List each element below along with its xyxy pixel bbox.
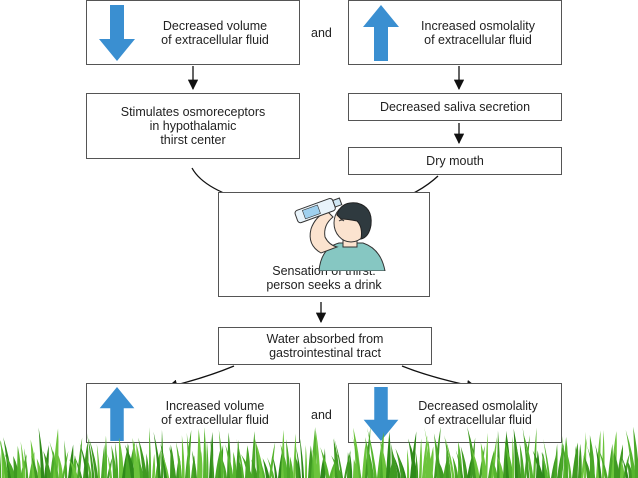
box-decreased-volume: Decreased volume of extracellular fluid	[86, 0, 300, 65]
box-water-absorbed-label: Water absorbed from gastrointestinal tra…	[266, 332, 384, 360]
top-and-label: and	[311, 26, 332, 40]
box-thirst: Sensation of thirst: person seeks a drin…	[218, 192, 430, 297]
down-arrow-icon	[99, 5, 135, 61]
down-arrow-icon	[363, 387, 399, 441]
box-saliva-label: Decreased saliva secretion	[379, 100, 531, 114]
person-drinking-icon	[294, 197, 386, 271]
box-increased-volume: Increased volume of extracellular fluid	[86, 383, 300, 443]
up-arrow-icon	[363, 5, 399, 61]
box-increased-osmolality: Increased osmolality of extracellular fl…	[348, 0, 562, 65]
box-water-absorbed: Water absorbed from gastrointestinal tra…	[218, 327, 432, 365]
box-osmoreceptors: Stimulates osmoreceptors in hypothalamic…	[86, 93, 300, 159]
box-dry-mouth: Dry mouth	[348, 147, 562, 175]
box-increased-volume-label: Increased volume of extracellular fluid	[161, 399, 269, 427]
box-decreased-volume-label: Decreased volume of extracellular fluid	[161, 18, 269, 47]
box-saliva: Decreased saliva secretion	[348, 93, 562, 121]
box-osmoreceptors-label: Stimulates osmoreceptors in hypothalamic…	[120, 105, 266, 147]
box-dry-mouth-label: Dry mouth	[426, 154, 484, 168]
box-increased-osmolality-label: Increased osmolality of extracellular fl…	[421, 18, 535, 47]
up-arrow-icon	[99, 387, 135, 441]
box-decreased-osmolality-label: Decreased osmolality of extracellular fl…	[418, 399, 538, 427]
bottom-and-label: and	[311, 408, 332, 422]
box-decreased-osmolality: Decreased osmolality of extracellular fl…	[348, 383, 562, 443]
